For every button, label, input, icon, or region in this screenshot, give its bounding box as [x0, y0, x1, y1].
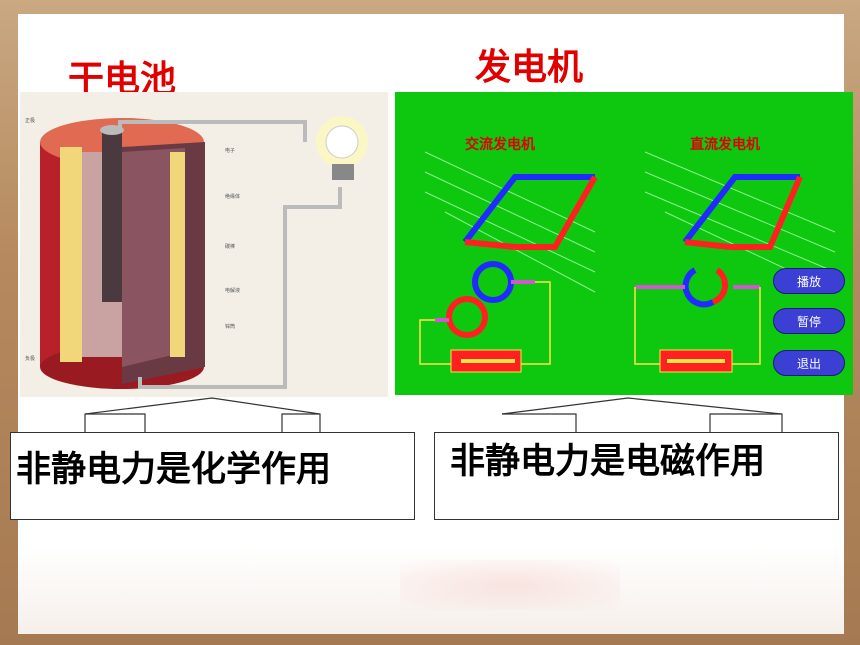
svg-text:正极: 正极 — [25, 117, 35, 124]
svg-text:电子: 电子 — [225, 147, 235, 154]
svg-text:绝缘体: 绝缘体 — [225, 193, 240, 200]
svg-text:锌筒: 锌筒 — [225, 323, 235, 330]
svg-text:负极: 负极 — [25, 355, 35, 362]
svg-text:碳棒: 碳棒 — [225, 243, 235, 250]
title-dry-battery: 干电池 — [68, 59, 177, 100]
callout-text-generator: 非静电力是电磁作用 — [450, 442, 766, 482]
callout-box-generator: 非静电力是电磁作用 — [434, 432, 839, 520]
dry-battery-illustration: 正极 电子 绝缘体 碳棒 电解液 锌筒 负极 — [20, 92, 388, 397]
svg-text:电解液: 电解液 — [225, 287, 240, 294]
title-generator: 发电机 — [475, 47, 584, 88]
decorative-glow — [400, 560, 620, 610]
exit-button[interactable]: 退出 — [773, 350, 845, 376]
generator-animation-panel: 交流发电机 直流发电机 播放 暂停 退出 — [395, 92, 853, 395]
label-dc-generator: 直流发电机 — [690, 137, 760, 153]
play-button[interactable]: 播放 — [773, 268, 845, 294]
callout-text-battery: 非静电力是化学作用 — [16, 450, 332, 490]
pause-button[interactable]: 暂停 — [773, 308, 845, 334]
callout-box-battery: 非静电力是化学作用 — [10, 432, 415, 520]
label-ac-generator: 交流发电机 — [465, 137, 535, 153]
